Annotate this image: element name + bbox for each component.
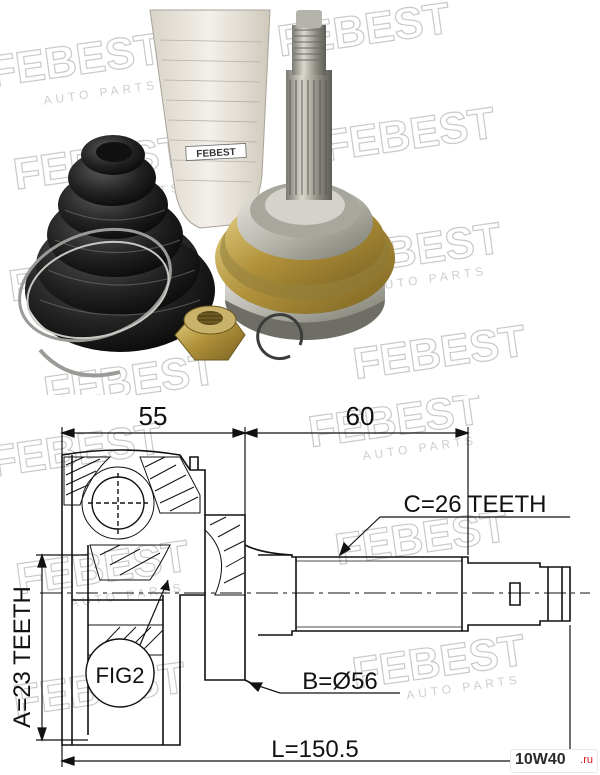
- hub-nut: [174, 305, 246, 361]
- grease-tube-label: FEBEST: [196, 147, 236, 160]
- site-badge-main: 10W40: [515, 751, 566, 768]
- watermark-brand: FEBEST: [319, 98, 498, 171]
- boot-clamps: [18, 227, 172, 378]
- diameter-leader: [248, 682, 400, 694]
- shaft: [258, 554, 571, 636]
- cv-joint: [215, 10, 395, 340]
- dimension-diameter: B=Ø56: [302, 668, 377, 695]
- dimension-left-length: 55: [139, 401, 168, 431]
- site-badge: 10W40 .ru: [510, 749, 598, 773]
- technical-drawing-svg: FEBEST FEBEST AUTO PARTS FEBEST FEBEST A…: [0, 395, 590, 767]
- dimension-right-length: 60: [346, 401, 375, 431]
- product-photo-svg: FEBEST FEBEST AUTO PARTS FEBEST FEBEST A…: [0, 0, 529, 395]
- grease-tube: FEBEST: [149, 9, 271, 229]
- dimension-outer-spline: C=26 TEETH: [404, 491, 547, 518]
- section-hatching: [63, 456, 246, 656]
- circlip: [256, 313, 304, 361]
- figure-label: FIG2: [96, 663, 145, 688]
- watermark-brand: FEBEST: [350, 316, 529, 389]
- technical-drawing: FEBEST FEBEST AUTO PARTS FEBEST FEBEST A…: [0, 395, 600, 775]
- product-photo: FEBEST FEBEST AUTO PARTS FEBEST FEBEST A…: [0, 0, 530, 395]
- dimension-inner-spline: A=23 TEETH: [9, 586, 36, 728]
- site-badge-suffix: .ru: [580, 754, 593, 766]
- drawing-watermarks: FEBEST FEBEST AUTO PARTS FEBEST FEBEST A…: [0, 395, 529, 726]
- outer-spline-leader: [338, 516, 570, 557]
- ball-detail: [81, 466, 155, 540]
- dimension-total-length: L=150.5: [271, 736, 358, 763]
- figure-2: FIG2: [85, 579, 170, 708]
- top-dimension-lines: [60, 427, 470, 555]
- inner-spline-dimension: [36, 553, 88, 742]
